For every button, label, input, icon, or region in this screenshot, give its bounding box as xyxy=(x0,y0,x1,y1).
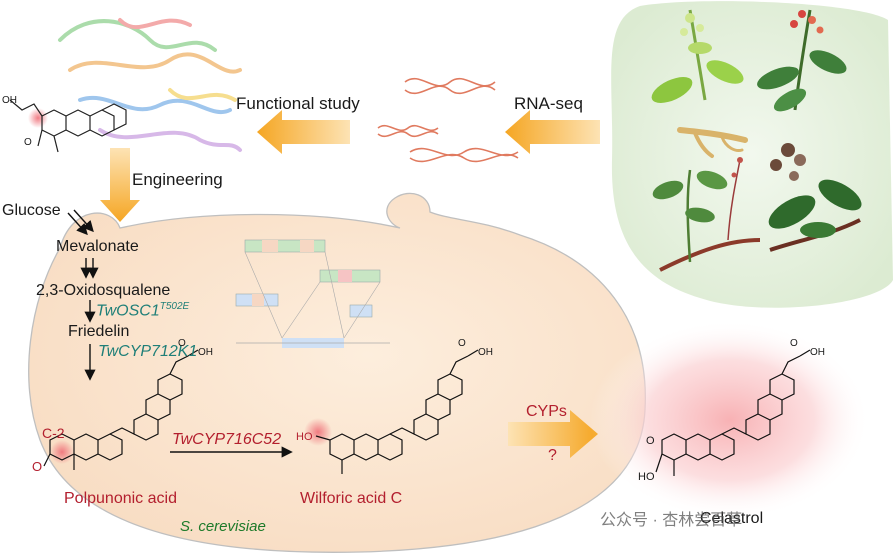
label-functional-study: Functional study xyxy=(236,94,360,113)
label-cooh-oh-3: OH xyxy=(810,347,825,358)
plant-illustration-4 xyxy=(768,143,862,252)
plant-illustration-3 xyxy=(652,157,761,272)
label-c2: C-2 xyxy=(42,425,65,441)
label-cooh-oh-1: OH xyxy=(198,347,213,358)
rna-seq-arrow xyxy=(505,110,600,154)
label-mevalonate: Mevalonate xyxy=(56,238,139,255)
label-engineering: Engineering xyxy=(132,170,223,189)
cyps-arrow xyxy=(508,410,598,458)
celastrol-highlight xyxy=(590,320,870,520)
label-o-polpunonic: O xyxy=(32,459,43,474)
label-o-top: O xyxy=(24,137,32,148)
label-wilforic-acid-c: Wilforic acid C xyxy=(300,490,403,507)
twosc1-enzyme: TwOSC1 xyxy=(96,302,160,320)
label-oxidosqualene: 2,3-Oxidosqualene xyxy=(36,282,171,299)
label-question: ? xyxy=(548,447,557,464)
label-ho-celastrol: HO xyxy=(638,471,655,483)
watermark: 公众号 · 杏林尝百草 xyxy=(600,512,743,529)
label-o-celastrol: O xyxy=(646,435,655,447)
engineered-substrate-structure xyxy=(9,99,127,153)
label-twosc1: TwOSC1T502E xyxy=(96,302,189,319)
label-host-organism: S. cerevisiae xyxy=(180,518,266,535)
label-cooh-o-1: O xyxy=(178,338,186,349)
label-celastrol: Celastrol xyxy=(700,510,764,527)
polpunonic-acid-structure xyxy=(43,349,199,470)
label-cooh-o-3: O xyxy=(790,338,798,349)
functional-study-arrow xyxy=(257,110,350,154)
pathway-arrows xyxy=(67,209,293,458)
twosc1-mutation: T502E xyxy=(159,301,190,312)
label-polpunonic-acid: Polpunonic acid xyxy=(64,490,177,507)
plant-illustration-1 xyxy=(651,9,744,103)
rna-strands-illustration xyxy=(377,77,519,163)
label-ho-wilforic: HO xyxy=(296,431,313,443)
label-oh-top: OH xyxy=(2,95,17,106)
label-glucose: Glucose xyxy=(2,202,61,219)
plant-panel xyxy=(611,1,893,308)
label-twcyp712k1: TwCYP712K1 xyxy=(98,343,198,360)
plant-illustration-2 xyxy=(757,9,847,112)
label-rna-seq: RNA-seq xyxy=(514,94,583,113)
label-twcyp716c52: TwCYP716C52 xyxy=(172,431,282,448)
protein-structure-illustration xyxy=(58,18,242,152)
gene-construct-illustration xyxy=(235,239,390,348)
root-illustration xyxy=(677,127,748,158)
label-cyps: CYPs xyxy=(526,403,567,420)
label-cooh-o-2: O xyxy=(458,338,466,349)
label-cooh-oh-2: OH xyxy=(478,347,493,358)
engineering-arrow xyxy=(100,148,140,222)
wilforic-acid-c-structure xyxy=(304,349,479,474)
label-friedelin: Friedelin xyxy=(68,323,130,340)
celastrol-structure xyxy=(655,349,811,476)
yeast-cell xyxy=(28,192,646,553)
